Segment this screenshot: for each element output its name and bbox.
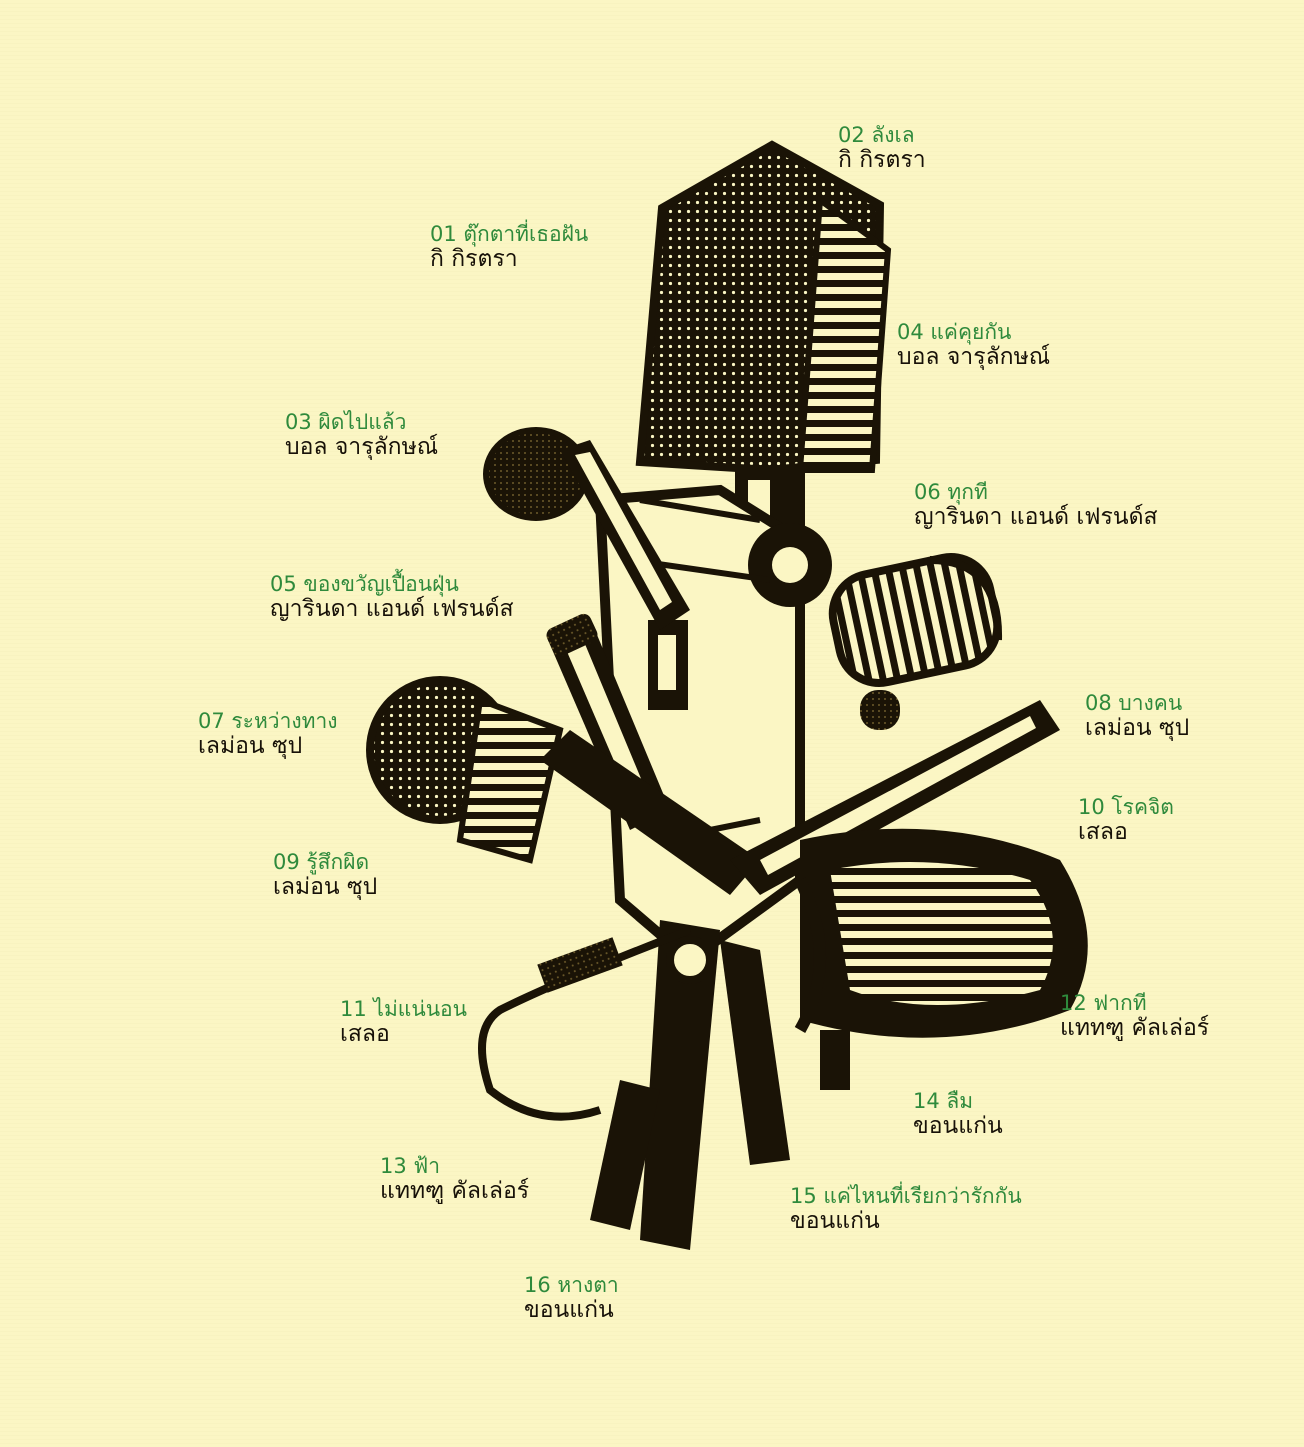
track-14-title: 14 ลืม: [913, 1089, 974, 1113]
track-15-artist: ขอนแก่น: [790, 1207, 880, 1234]
track-08-artist: เลม่อน ซุป: [1085, 714, 1190, 741]
track-16-title: 16 หางตา: [524, 1273, 619, 1297]
track-03-artist: บอล จารุลักษณ์: [285, 433, 439, 460]
track-10-artist: เสลอ: [1078, 818, 1128, 845]
track-05-title: 05 ของขวัญเปื้อนฝุ่น: [270, 572, 459, 596]
track-05-artist: ญารินดา แอนด์ เฟรนด์ส: [270, 595, 514, 622]
track-12: 12 ฟากที แททฑู คัลเล่อร์: [1060, 991, 1210, 1041]
track-08-title: 08 บางคน: [1085, 691, 1183, 715]
track-12-title: 12 ฟากที: [1060, 991, 1147, 1015]
track-11: 11 ไม่แน่นอน เสลอ: [340, 997, 468, 1047]
oval-vintage-microphone-bottom-right: [794, 828, 1088, 1038]
track-09-artist: เลม่อน ซุป: [273, 873, 378, 900]
track-03: 03 ผิดไปแล้ว บอล จารุลักษณ์: [285, 410, 439, 460]
track-03-title: 03 ผิดไปแล้ว: [285, 410, 407, 434]
track-13: 13 ฟ้า แททฑู คัลเล่อร์: [380, 1154, 530, 1204]
track-07-title: 07 ระหว่างทาง: [198, 709, 338, 733]
track-13-artist: แททฑู คัลเล่อร์: [380, 1177, 530, 1204]
track-02-title: 02 ลังเล: [838, 123, 915, 147]
handheld-microphone-top-left: [483, 427, 690, 630]
stand-legs-and-cables: [478, 920, 850, 1250]
handheld-microphone-center: [546, 613, 670, 830]
track-01: 01 ตุ๊กตาที่เธอฝัน กิ กิรตรา: [430, 222, 589, 272]
track-11-artist: เสลอ: [340, 1020, 390, 1047]
track-05: 05 ของขวัญเปื้อนฝุ่น ญารินดา แอนด์ เฟรนด…: [270, 572, 514, 622]
track-06: 06 ทุกที ญารินดา แอนด์ เฟรนด์ส: [914, 480, 1158, 530]
track-12-artist: แททฑู คัลเล่อร์: [1060, 1014, 1210, 1041]
track-02: 02 ลังเล กิ กิรตรา: [838, 123, 926, 173]
track-04: 04 แค่คุยกัน บอล จารุลักษณ์: [897, 320, 1051, 370]
track-06-artist: ญารินดา แอนด์ เฟรนด์ส: [914, 503, 1158, 530]
track-04-title: 04 แค่คุยกัน: [897, 320, 1012, 344]
track-07-artist: เลม่อน ซุป: [198, 732, 303, 759]
track-01-artist: กิ กิรตรา: [430, 245, 518, 272]
track-14: 14 ลืม ขอนแก่น: [913, 1089, 1003, 1139]
track-01-title: 01 ตุ๊กตาที่เธอฝัน: [430, 222, 589, 246]
track-10: 10 โรคจิต เสลอ: [1078, 795, 1174, 845]
track-04-artist: บอล จารุลักษณ์: [897, 343, 1051, 370]
track-10-title: 10 โรคจิต: [1078, 795, 1174, 819]
large-vintage-microphone: [635, 140, 892, 620]
track-15: 15 แค่ไหนที่เรียกว่ารักกัน ขอนแก่น: [790, 1184, 1022, 1234]
track-15-title: 15 แค่ไหนที่เรียกว่ารักกัน: [790, 1184, 1022, 1208]
track-06-title: 06 ทุกที: [914, 480, 988, 504]
track-07: 07 ระหว่างทาง เลม่อน ซุป: [198, 709, 338, 759]
track-16-artist: ขอนแก่น: [524, 1296, 614, 1323]
track-08: 08 บางคน เลม่อน ซุป: [1085, 691, 1190, 741]
track-09: 09 รู้สึกผิด เลม่อน ซุป: [273, 850, 378, 900]
track-13-title: 13 ฟ้า: [380, 1154, 441, 1178]
track-11-title: 11 ไม่แน่นอน: [340, 997, 468, 1021]
ribbon-microphone-right: [828, 553, 1003, 687]
track-09-title: 09 รู้สึกผิด: [273, 850, 370, 874]
track-02-artist: กิ กิรตรา: [838, 146, 926, 173]
track-16: 16 หางตา ขอนแก่น: [524, 1273, 619, 1323]
track-14-artist: ขอนแก่น: [913, 1112, 1003, 1139]
large-dynamic-microphone-left: [366, 676, 760, 895]
